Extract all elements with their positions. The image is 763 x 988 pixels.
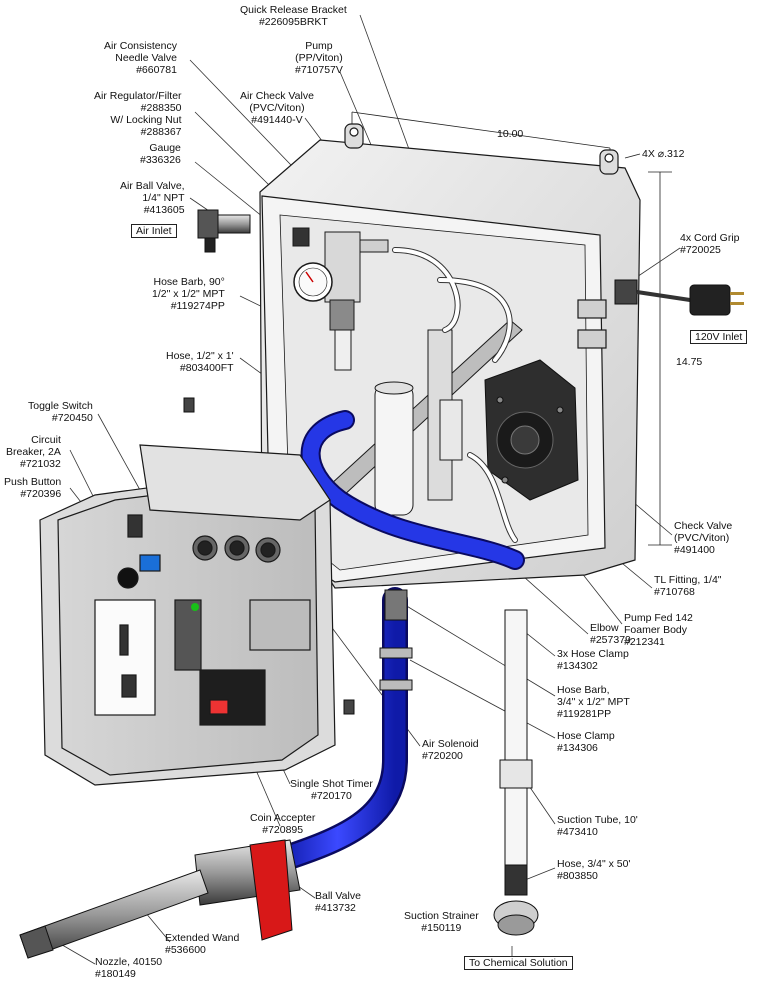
label-coin-accepter: Coin Accepter#720895 bbox=[250, 812, 316, 836]
label-nozzle: Nozzle, 40150#180149 bbox=[95, 956, 163, 980]
label-hose-barb-90: Hose Barb, 90°1/2" x 1/2" MPT#119274PP bbox=[152, 276, 225, 312]
label-extended-wand: Extended Wand#536600 bbox=[165, 932, 240, 956]
label-single-shot-timer: Single Shot Timer#720170 bbox=[290, 778, 373, 802]
label-air-check-valve: Air Check Valve(PVC/Viton)#491440-V bbox=[240, 90, 314, 126]
air-ball-valve bbox=[197, 209, 251, 253]
ball-valve-assembly bbox=[194, 839, 301, 941]
suction-tube bbox=[493, 609, 539, 936]
label-suction-strainer: Suction Strainer#150119 bbox=[404, 910, 479, 934]
power-cord bbox=[614, 279, 744, 316]
label-elbow: Elbow#257379 bbox=[590, 622, 631, 646]
label-toggle-switch: Toggle Switch#720450 bbox=[28, 400, 93, 424]
label-3x-hose-clamp: 3x Hose Clamp#134302 bbox=[557, 648, 629, 672]
blue-hose-long bbox=[267, 587, 408, 873]
label-suction-tube: Suction Tube, 10'#473410 bbox=[557, 814, 638, 838]
label-push-button: Push Button#720396 bbox=[4, 476, 62, 500]
label-air-ball-valve: Air Ball Valve,1/4" NPT#413605 bbox=[120, 180, 185, 216]
air-regulator bbox=[292, 227, 389, 371]
electrical-panel bbox=[39, 444, 336, 786]
label-hose-half-inch: Hose, 1/2" x 1'#803400FT bbox=[166, 350, 234, 374]
label-pump: Pump(PP/Viton)#710757V bbox=[295, 40, 343, 76]
label-ball-valve: Ball Valve#413732 bbox=[315, 890, 361, 914]
label-hose-34-50ft: Hose, 3/4" x 50'#803850 bbox=[557, 858, 631, 882]
blue-hose-short bbox=[300, 410, 525, 570]
dimension-holes: 4X ⌀.312 bbox=[642, 148, 685, 160]
label-to-chemical-solution: To Chemical Solution bbox=[464, 956, 573, 970]
label-check-valve: Check Valve(PVC/Viton)#491400 bbox=[674, 520, 733, 556]
label-quick-release-bracket: Quick Release Bracket#226095BRKT bbox=[240, 4, 347, 28]
label-air-solenoid: Air Solenoid#720200 bbox=[422, 738, 479, 762]
dimension-height: 14.75 bbox=[676, 356, 703, 368]
label-hose-barb-34: Hose Barb,3/4" x 1/2" MPT#119281PP bbox=[557, 684, 630, 720]
label-hose-clamp: Hose Clamp#134306 bbox=[557, 730, 615, 754]
label-gauge: Gauge#336326 bbox=[140, 142, 181, 166]
hose-barb-fittings bbox=[379, 589, 413, 691]
foamer-body bbox=[374, 329, 463, 516]
screws bbox=[183, 397, 355, 715]
dimension-width: 10.00 bbox=[497, 128, 524, 140]
label-120v-inlet: 120V Inlet bbox=[690, 330, 748, 344]
extended-wand bbox=[19, 869, 209, 959]
pump-assembly bbox=[484, 359, 579, 501]
label-air-inlet: Air Inlet bbox=[131, 224, 177, 238]
label-tl-fitting: TL Fitting, 1/4"#710768 bbox=[654, 574, 722, 598]
label-cord-grip: 4x Cord Grip#720025 bbox=[680, 232, 740, 256]
